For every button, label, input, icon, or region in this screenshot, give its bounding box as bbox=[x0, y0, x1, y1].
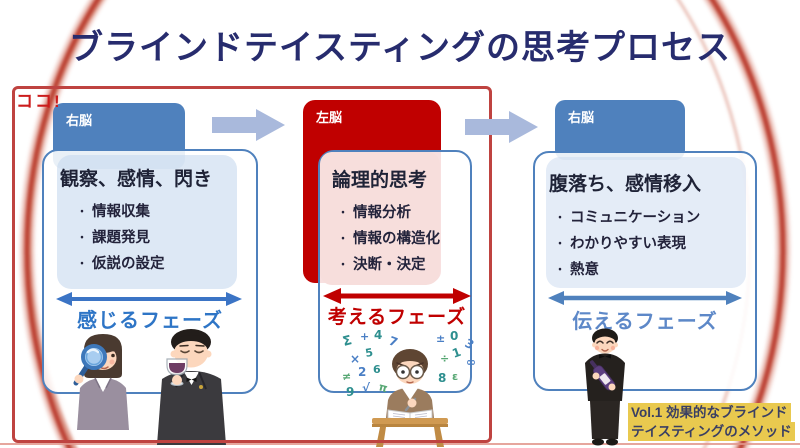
think-double-arrow-icon bbox=[323, 288, 471, 304]
panel-convey-heading: 腹落ち、感情移入 bbox=[549, 174, 702, 195]
math-symbol: 1 bbox=[450, 345, 463, 361]
list-item: ・熱意 bbox=[555, 255, 700, 281]
bullet-dot: ・ bbox=[555, 264, 565, 276]
list-item: ・仮説の設定 bbox=[77, 249, 165, 275]
math-symbol: ε bbox=[452, 370, 458, 383]
panel-feel-heading: 観察、感情、閃き bbox=[60, 169, 213, 190]
math-symbol: 7 bbox=[387, 334, 400, 350]
list-item-text: 情報分析 bbox=[353, 204, 411, 221]
math-symbol: √ bbox=[362, 381, 371, 395]
panel-convey: 腹落ち、感情移入 ・コミュニケーション ・わかりやすい表現 ・熱意 bbox=[533, 151, 757, 391]
highlight-frame-label: ココ! bbox=[16, 92, 62, 111]
list-item-text: 情報の構造化 bbox=[353, 230, 440, 247]
convey-double-arrow-icon bbox=[548, 291, 742, 305]
student-math-illustration: Σ + 4 7 × 5 ≠ 2 6 9 √ π ± 0 3 ÷ 1 ∞ 8 ε bbox=[341, 330, 476, 447]
list-item-text: 課題発見 bbox=[92, 229, 150, 246]
bullet-dot: ・ bbox=[77, 206, 87, 218]
panel-think: 論理的思考 ・情報分析 ・情報の構造化 ・決断・決定 bbox=[318, 150, 472, 393]
list-item: ・情報分析 bbox=[338, 198, 440, 224]
bullet-dot: ・ bbox=[338, 233, 348, 245]
sommelier-bottle-illustration bbox=[585, 328, 625, 446]
bullet-dot: ・ bbox=[555, 238, 565, 250]
tab-label: 右脳 bbox=[66, 113, 93, 128]
panel-think-heading: 論理的思考 bbox=[332, 170, 428, 191]
tab-right-brain-2: 右脳 bbox=[555, 100, 685, 160]
list-item-text: わかりやすい表現 bbox=[570, 235, 686, 252]
panel-convey-list: ・コミュニケーション ・わかりやすい表現 ・熱意 bbox=[555, 203, 700, 281]
panel-think-list: ・情報分析 ・情報の構造化 ・決断・決定 bbox=[338, 198, 440, 276]
panel-feel-list: ・情報収集 ・課題発見 ・仮説の設定 bbox=[77, 197, 165, 275]
panel-think-inner-box bbox=[320, 152, 440, 285]
math-symbol: 9 bbox=[346, 385, 354, 399]
bullet-dot: ・ bbox=[338, 207, 348, 219]
list-item: ・情報収集 bbox=[77, 197, 165, 223]
math-symbol: ≠ bbox=[342, 370, 351, 383]
list-item: ・情報の構造化 bbox=[338, 224, 440, 250]
think-phase-label: 考えるフェーズ bbox=[327, 307, 467, 328]
bottom-red-line bbox=[0, 443, 800, 445]
math-symbol: 0 bbox=[450, 330, 458, 343]
woman-magnifier-illustration bbox=[73, 334, 129, 430]
math-symbol: ∞ bbox=[466, 355, 476, 369]
man-tasting-wine-illustration bbox=[157, 329, 226, 445]
math-symbol: 5 bbox=[364, 346, 374, 360]
math-symbol: + bbox=[360, 330, 369, 343]
list-item-text: 決断・決定 bbox=[353, 256, 426, 273]
slide-title: ブラインドテイスティングの思考プロセス bbox=[69, 29, 731, 67]
panel-convey-inner-box bbox=[546, 157, 746, 288]
feel-double-arrow-icon bbox=[56, 292, 242, 306]
math-symbol: 2 bbox=[358, 365, 366, 379]
list-item: ・わかりやすい表現 bbox=[555, 229, 700, 255]
math-symbol: Σ bbox=[341, 333, 353, 350]
math-symbol: ÷ bbox=[440, 352, 449, 365]
convey-phase-label: 伝えるフェーズ bbox=[572, 311, 718, 333]
panel-feel: 観察、感情、閃き ・情報収集 ・課題発見 ・仮説の設定 bbox=[42, 149, 258, 394]
badge-line2: テイスティングのメソッド bbox=[628, 422, 795, 441]
list-item-text: 仮説の設定 bbox=[92, 255, 165, 272]
math-symbol: × bbox=[350, 352, 360, 366]
tab-label: 左脳 bbox=[316, 110, 343, 125]
math-symbol: 3 bbox=[463, 336, 476, 352]
feel-phase-label: 感じるフェーズ bbox=[77, 310, 223, 332]
flow-right-arrow-icon bbox=[465, 111, 538, 143]
bullet-dot: ・ bbox=[77, 258, 87, 270]
list-item: ・課題発見 bbox=[77, 223, 165, 249]
tab-label: 右脳 bbox=[568, 110, 595, 125]
math-symbol: 6 bbox=[373, 363, 381, 376]
list-item-text: 熱意 bbox=[570, 261, 599, 278]
footer-badge: Vol.1 効果的なブラインド テイスティングのメソッド bbox=[628, 403, 795, 441]
math-symbol: π bbox=[377, 380, 389, 395]
badge-line1: Vol.1 効果的なブラインド bbox=[628, 403, 791, 422]
list-item: ・決断・決定 bbox=[338, 250, 440, 276]
bullet-dot: ・ bbox=[77, 232, 87, 244]
bullet-dot: ・ bbox=[555, 212, 565, 224]
list-item-text: コミュニケーション bbox=[570, 209, 701, 226]
math-symbol: 4 bbox=[374, 330, 382, 342]
flow-right-arrow-icon bbox=[212, 109, 285, 141]
list-item-text: 情報収集 bbox=[92, 203, 150, 220]
list-item: ・コミュニケーション bbox=[555, 203, 700, 229]
math-symbol: 8 bbox=[438, 371, 446, 385]
panel-feel-inner-box bbox=[57, 155, 237, 289]
math-symbol: ± bbox=[436, 332, 445, 345]
bullet-dot: ・ bbox=[338, 259, 348, 271]
